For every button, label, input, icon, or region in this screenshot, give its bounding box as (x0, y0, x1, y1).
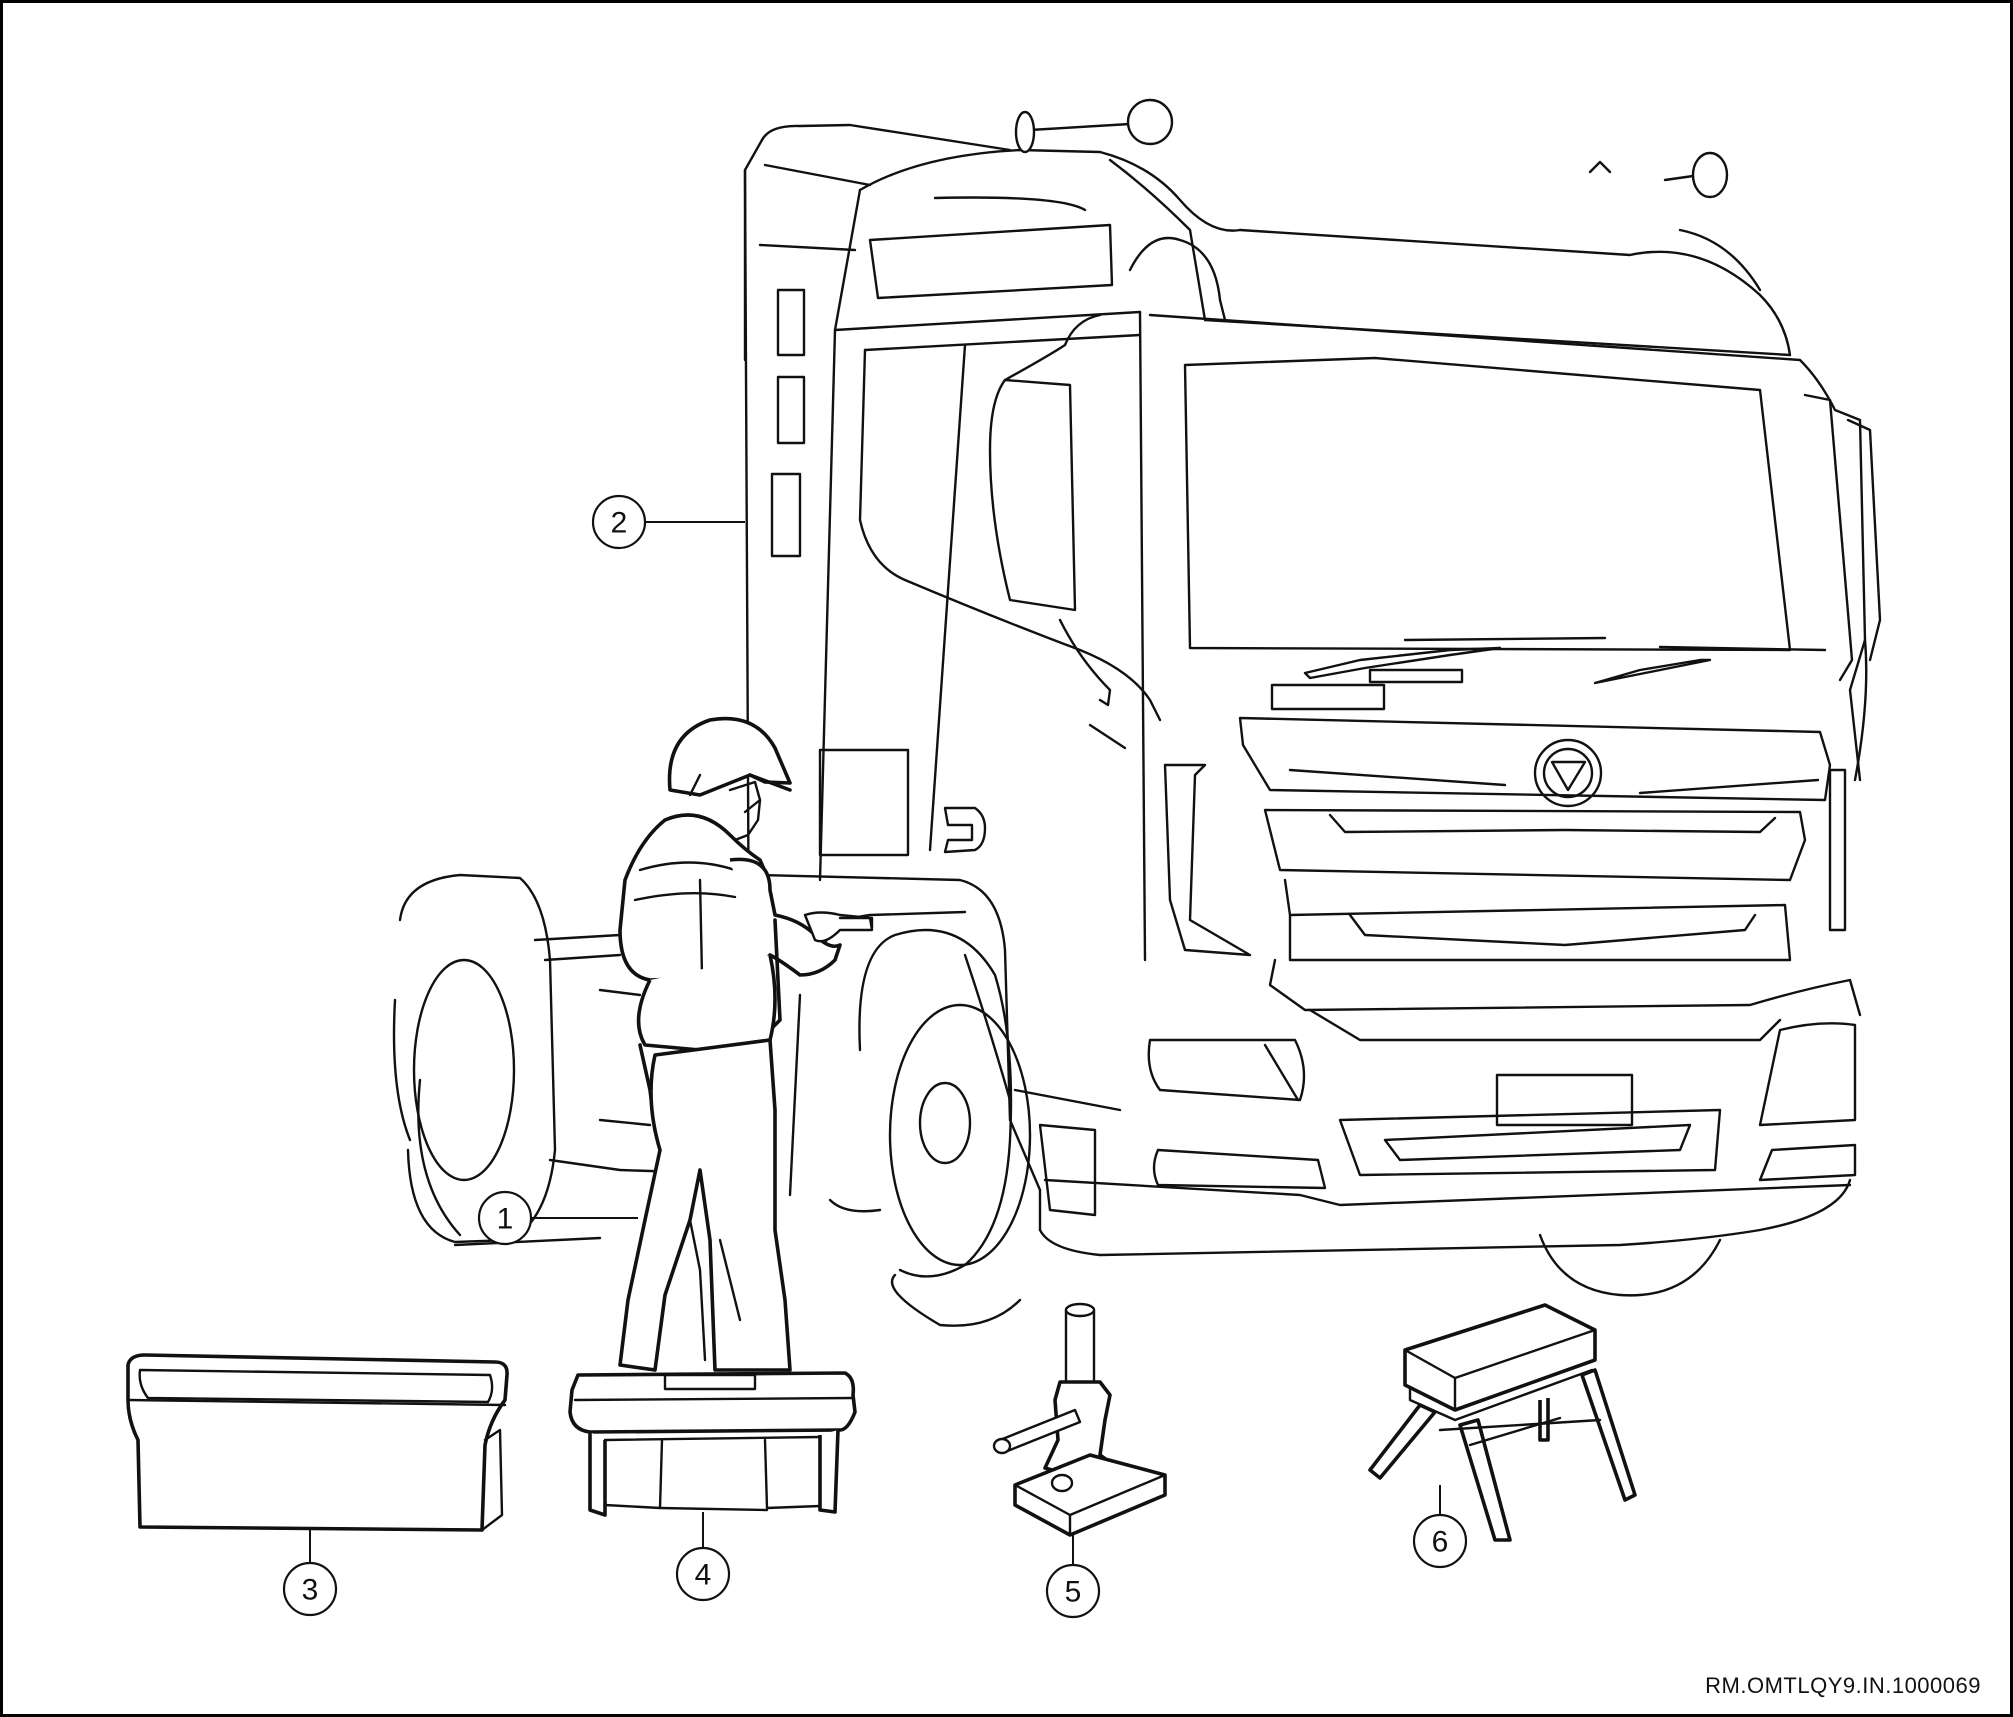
callout-6-label: 6 (1432, 1526, 1449, 1559)
callout-6: 6 (1412, 1513, 1468, 1569)
bottle-jack (992, 1302, 1167, 1537)
callout-3: 3 (282, 1561, 338, 1617)
callout-5-label: 5 (1065, 1576, 1082, 1609)
callout-2: 2 (591, 494, 647, 550)
callout-4: 4 (675, 1546, 731, 1602)
callout-5: 5 (1045, 1563, 1101, 1619)
rear-wheel (392, 873, 602, 1247)
parts-tray (126, 1353, 509, 1532)
axle-stand (1368, 1303, 1637, 1542)
callout-3-label: 3 (302, 1574, 319, 1607)
mechanic-figure (618, 716, 874, 1372)
front-wheel (858, 928, 1032, 1327)
callout-1-label: 1 (497, 1203, 514, 1236)
reference-code: RM.OMTLQY9.IN.1000069 (1705, 1673, 1981, 1698)
callout-2-label: 2 (611, 507, 628, 540)
tool-box (568, 1371, 857, 1517)
truck-cab (743, 98, 1882, 1297)
callout-1: 1 (477, 1190, 533, 1246)
callout-4-label: 4 (695, 1559, 712, 1592)
